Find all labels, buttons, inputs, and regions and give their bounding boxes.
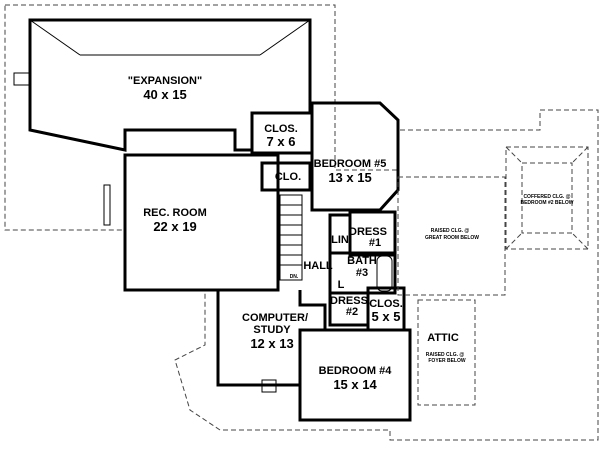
- bedroom-5-label: BEDROOM #5: [314, 158, 387, 170]
- study-size: 12 x 13: [250, 336, 293, 351]
- attic-label: ATTIC: [427, 332, 459, 344]
- bedroom-5: [310, 101, 400, 212]
- bathtub: [376, 255, 393, 292]
- stairs: [279, 194, 303, 281]
- foyer-note-2: FOYER BELOW: [428, 358, 466, 364]
- dormer: [13, 72, 31, 86]
- closet: [260, 161, 312, 192]
- great-room-note: RAISED CLG. @: [431, 228, 470, 234]
- closet-small-label: CLOS.: [369, 298, 403, 310]
- coffered-note: COFFERED CLG. @: [523, 194, 570, 200]
- window: [103, 184, 111, 226]
- expansion-label: "EXPANSION": [128, 75, 202, 87]
- bedroom-5-size: 13 x 15: [328, 170, 371, 185]
- bath-3-label: BATH: [347, 255, 377, 267]
- closet-small-size: 5 x 5: [372, 309, 401, 324]
- hip-line: [259, 19, 311, 56]
- attic-area: [417, 299, 476, 406]
- bay-window: [261, 379, 277, 393]
- study-label: COMPUTER/: [242, 312, 308, 324]
- great-room-note-2: GREAT ROOM BELOW: [425, 235, 479, 241]
- dress-2-num: #2: [346, 306, 358, 318]
- rec-room-label: REC. ROOM: [143, 207, 207, 219]
- stairs-down-label: DN.: [290, 274, 299, 280]
- closet-top-size: 7 x 6: [267, 134, 296, 149]
- dress-1: [348, 210, 397, 257]
- dress-2-label: DRESS: [330, 295, 368, 307]
- foyer-note: RAISED CLG. @: [426, 352, 465, 358]
- linen-label: LIN: [331, 234, 349, 246]
- dress-1-label: DRESS: [349, 226, 387, 238]
- closet-top-label: CLOS.: [264, 123, 298, 135]
- expansion-room: [28, 18, 312, 152]
- hip-line: [29, 19, 81, 56]
- coffered-ceiling: [505, 146, 589, 250]
- bedroom-4: [298, 328, 412, 422]
- closet-label: CLO.: [275, 171, 301, 183]
- study-label-2: STUDY: [253, 324, 291, 336]
- coffered-note-2: BEDROOM #2 BELOW: [520, 200, 573, 206]
- expansion-size: 40 x 15: [143, 87, 186, 102]
- bedroom-4-size: 15 x 14: [333, 377, 377, 392]
- bath-3-num: #3: [356, 267, 368, 279]
- hall-label: HALL: [303, 260, 333, 272]
- bedroom-4-label: BEDROOM #4: [319, 365, 393, 377]
- rec-room: [123, 153, 280, 292]
- dress-1-num: #1: [369, 237, 381, 249]
- l-label: L: [338, 279, 345, 291]
- rec-room-size: 22 x 19: [153, 219, 196, 234]
